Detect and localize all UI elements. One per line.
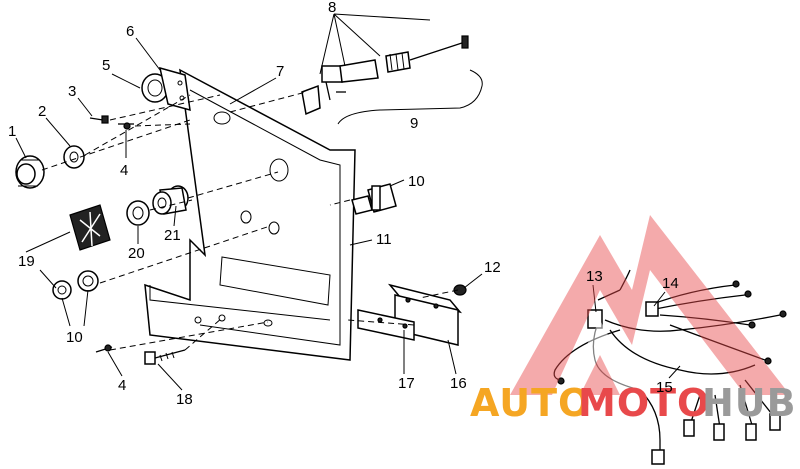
callout-10-toggle: 10 — [408, 173, 425, 190]
svg-text:HUB: HUB — [702, 381, 797, 425]
watermark-text: AUTO MOTO HUB — [470, 381, 797, 425]
callout-14: 14 — [662, 275, 679, 292]
callout-7: 7 — [276, 63, 284, 80]
dash-panel — [144, 68, 356, 361]
callout-5: 5 — [102, 57, 110, 74]
screw-3 — [89, 115, 109, 124]
light-switch — [152, 185, 189, 215]
switch-nut-20 — [126, 200, 150, 226]
svg-text:MOTO: MOTO — [578, 381, 710, 425]
callout-10-nuts: 10 — [66, 329, 83, 346]
choke-linkage — [301, 35, 469, 116]
callout-13: 13 — [586, 268, 603, 285]
toggle-switch — [351, 183, 397, 215]
nuts-10 — [52, 270, 99, 300]
leader-lines — [15, 13, 681, 391]
callout-19: 19 — [18, 253, 35, 270]
nut-12 — [453, 284, 467, 296]
washer — [63, 145, 85, 169]
callout-numbers: 1 2 3 4 5 6 7 8 9 10 11 12 13 14 15 16 1… — [8, 0, 679, 408]
callout-4-lower: 4 — [118, 377, 126, 394]
brackets-16-17 — [357, 283, 463, 346]
callout-12: 12 — [484, 259, 501, 276]
bezel-nut — [15, 155, 45, 189]
svg-text:AUTO: AUTO — [470, 381, 591, 425]
callout-11: 11 — [376, 231, 392, 248]
callout-4-upper: 4 — [120, 162, 128, 179]
callout-8: 8 — [328, 0, 336, 16]
callout-1: 1 — [8, 123, 16, 140]
callout-16: 16 — [450, 375, 467, 392]
bolt-18 — [144, 349, 186, 365]
callout-3: 3 — [68, 83, 76, 100]
screw-4-upper — [118, 122, 134, 130]
callout-6: 6 — [126, 23, 134, 40]
watermark-logo — [510, 215, 790, 395]
callout-15: 15 — [656, 379, 673, 396]
callout-2: 2 — [38, 103, 46, 120]
screw-4-lower — [95, 344, 113, 353]
callout-9: 9 — [410, 115, 418, 132]
callout-21: 21 — [164, 227, 181, 244]
label-plate — [69, 204, 111, 251]
callout-18: 18 — [176, 391, 193, 408]
callout-20: 20 — [128, 245, 145, 262]
callout-17: 17 — [398, 375, 415, 392]
bracket-9 — [337, 69, 483, 125]
